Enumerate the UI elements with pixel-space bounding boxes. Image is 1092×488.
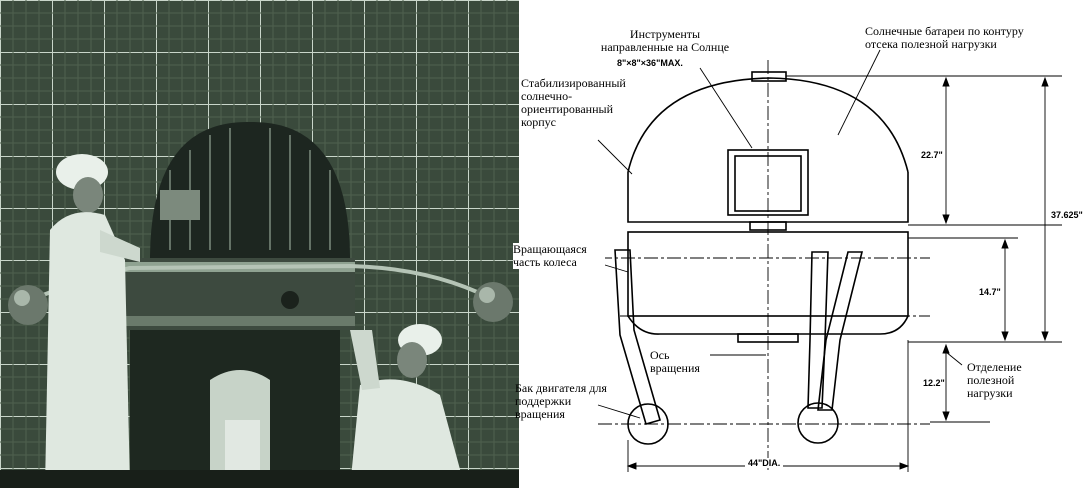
top-cap xyxy=(751,71,787,82)
instruments-label: Инструменты направленные на Солнце xyxy=(600,27,730,54)
dim-wheel-height: 14.7" xyxy=(979,287,1001,297)
diagram-linework xyxy=(594,49,1062,472)
separation-label: Отделение полезной нагрузки xyxy=(967,360,1022,400)
satellite-photo xyxy=(0,0,519,488)
instrument-size-label: 8"×8"×36"MAX. xyxy=(617,58,683,68)
dome-outline xyxy=(627,77,909,173)
right-arm xyxy=(807,251,829,409)
dim-diameter: 44"DIA. xyxy=(745,458,784,468)
stabilized-body-label: Стабилизированный солнечно-ориентированн… xyxy=(521,76,626,129)
satellite-photo-drawing xyxy=(0,0,519,488)
solar-panels-label: Солнечные батареи по контуру отсека поле… xyxy=(865,24,1024,51)
dim-total-height: 37.625" xyxy=(1051,210,1083,220)
right-tank xyxy=(797,402,839,444)
spacecraft-diagram: Инструменты направленные на Солнце 8"×8"… xyxy=(513,0,1092,488)
left-arm xyxy=(614,249,661,425)
rotating-wheel-label: Вращающаяся часть колеса xyxy=(513,243,605,269)
dim-lower-height: 12.2" xyxy=(923,378,945,388)
tank-label: Бак двигателя для поддержки вращения xyxy=(515,381,607,421)
dim-upper-height: 22.7" xyxy=(921,150,943,160)
axis-label: Ось вращения xyxy=(650,348,700,375)
